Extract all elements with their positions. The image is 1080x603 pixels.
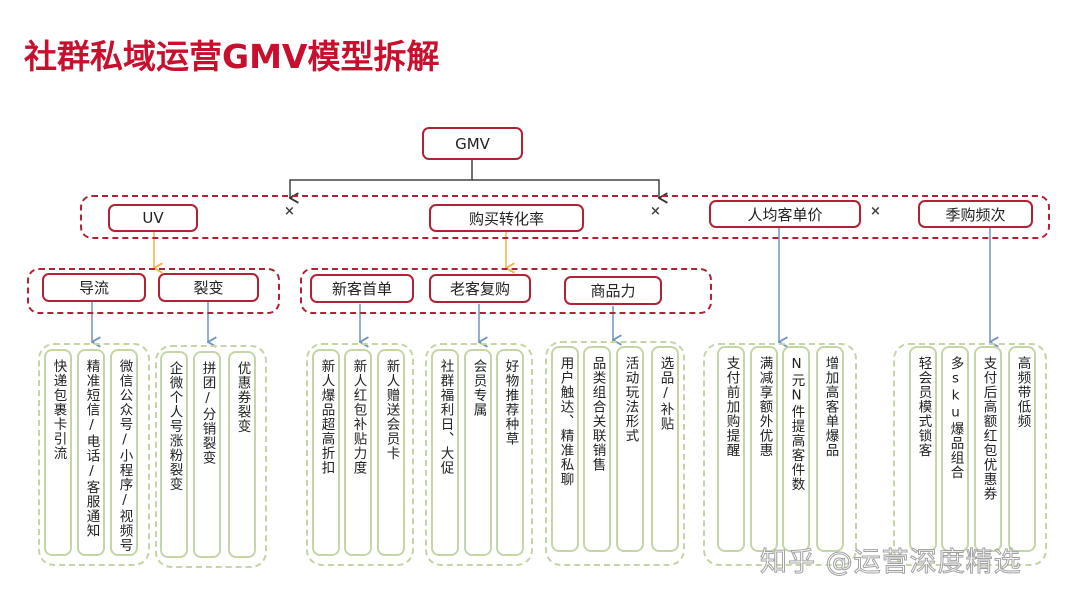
leaf-card: 微信公众号/小程序/视频号 <box>110 349 138 556</box>
leaf-card: 新人赠送会员卡 <box>377 349 405 556</box>
new-customer-node: 新客首单 <box>310 274 414 303</box>
leaf-card: 新人红包补贴力度 <box>344 349 372 556</box>
leaf-group-repurchase <box>425 343 533 566</box>
conversion-rate-node: 购买转化率 <box>429 204 584 232</box>
leaf-card: 支付前加购提醒 <box>717 346 745 552</box>
leaf-card: 会员专属 <box>464 349 492 556</box>
purchase-frequency-node: 季购频次 <box>918 200 1033 228</box>
multiply-operator: × <box>284 204 295 219</box>
avg-order-value-node: 人均客单价 <box>709 200 861 228</box>
leaf-card: 支付后高额红包优惠券 <box>974 346 1002 552</box>
conversion-subgroup <box>300 268 712 314</box>
leaf-group-aov <box>703 343 857 566</box>
multiply-operator: × <box>650 204 661 219</box>
leaf-group-new-customer <box>306 343 414 566</box>
leaf-card: 好物推荐种草 <box>496 349 524 556</box>
fission-node: 裂变 <box>158 273 259 302</box>
leaf-card: 快递包裹卡引流 <box>44 349 72 556</box>
multiply-operator: × <box>870 204 881 219</box>
uv-node: UV <box>108 204 198 232</box>
leaf-card: 优惠券裂变 <box>228 351 256 558</box>
leaf-card: 拼团/分销裂变 <box>193 351 221 558</box>
leaf-card: 新人爆品超高折扣 <box>312 349 340 556</box>
leaf-group-frequency <box>893 343 1047 566</box>
leaf-group-fission <box>155 345 267 568</box>
product-power-node: 商品力 <box>564 276 662 305</box>
leaf-group-traffic <box>38 343 150 566</box>
leaf-card: 多sku爆品组合 <box>941 346 969 552</box>
gmv-node: GMV <box>422 127 523 160</box>
level1-group <box>80 195 1050 239</box>
leaf-card: 用户触达、精准私聊 <box>551 346 579 552</box>
leaf-card: 社群福利日、大促 <box>431 349 459 556</box>
leaf-card: 活动玩法形式 <box>616 346 644 552</box>
uv-subgroup <box>27 268 280 314</box>
leaf-card: 精准短信/电话/客服通知 <box>77 349 105 556</box>
leaf-card: 满减享额外优惠 <box>750 346 778 552</box>
leaf-card: 增加高客单爆品 <box>816 346 844 552</box>
repurchase-node: 老客复购 <box>429 274 531 303</box>
leaf-card: 高频带低频 <box>1008 346 1036 552</box>
watermark: 知乎 @运营深度精选 <box>760 547 1022 579</box>
gmv-connector <box>290 160 659 198</box>
leaf-group-product <box>545 341 685 566</box>
leaf-card: 选品/补贴 <box>651 346 679 552</box>
page-title: 社群私域运营GMV模型拆解 <box>24 37 440 76</box>
leaf-card: 品类组合关联销售 <box>583 346 611 552</box>
leaf-card: 企微个人号涨粉裂变 <box>160 351 188 558</box>
leaf-card: 轻会员模式锁客 <box>909 346 937 552</box>
traffic-node: 导流 <box>42 273 146 302</box>
leaf-card: N元N件提高客件数 <box>782 346 810 552</box>
